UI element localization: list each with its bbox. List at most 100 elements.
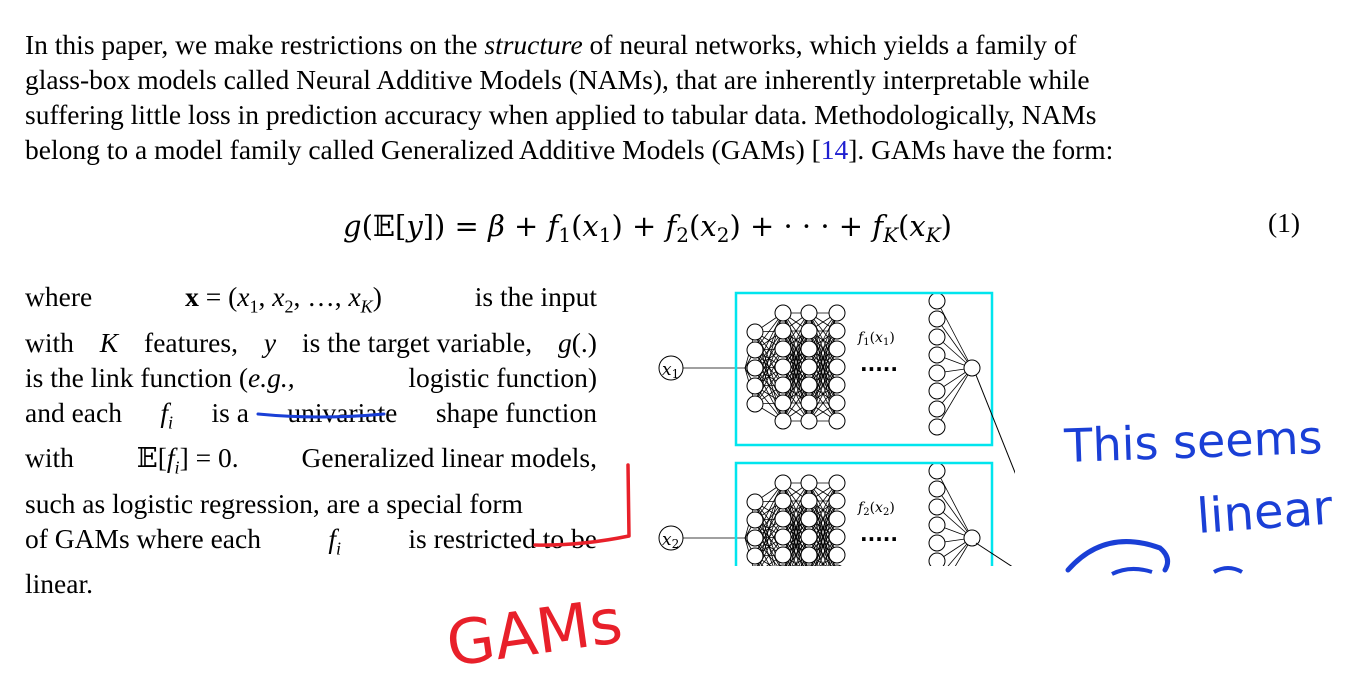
intro-line-2: glass-box models called Neural Additive … [25,64,1090,95]
neuron [928,534,946,552]
neuron [774,546,792,564]
red-bracket [533,463,631,547]
output-connector-2 [975,542,1013,566]
neuron [746,547,764,565]
equation-svg: g(𝔼[y]) = β + f1(x1) + f2(x2) + · · · + … [343,209,952,247]
neuron [746,511,764,529]
neuron [774,340,792,358]
neuron [774,304,792,322]
neuron [774,510,792,528]
neuron [746,377,764,395]
input-node-1 [658,355,684,381]
intro-line-3: suffering little loss in prediction accu… [25,99,1097,130]
neuron [828,492,846,510]
neuron [800,376,818,394]
subnet-box-1 [734,291,994,447]
input-node-2 [658,525,684,551]
ellipsis-2: ····· [860,527,898,551]
blue-scribble-tail [1213,566,1243,574]
citation-link[interactable]: 14 [820,134,849,165]
neuron [800,492,818,510]
neuron [928,552,946,566]
intro-line-4: belong to a model family called Generali… [25,134,1114,165]
output-connector-1 [975,374,1015,474]
edge [821,536,838,566]
neuron [774,376,792,394]
neuron [774,474,792,492]
neuron [928,364,946,382]
edge [782,312,810,368]
gam-equation: g(𝔼[y]) = β + f1(x1) + f2(x2) + · · · + … [0,205,1352,247]
neuron [800,304,818,322]
neuron [928,382,946,400]
nam-architecture-figure: x1 x2 f1(x1) f2(x2) ····· ····· [645,285,1015,566]
neuron [928,400,946,418]
blue-underline [256,412,386,419]
neuron [928,498,946,516]
edge [936,367,973,410]
neuron [828,394,846,412]
neuron [828,376,846,394]
neuron [928,418,946,436]
neuron [928,310,946,328]
neuron [800,340,818,358]
edge [758,518,784,566]
output-neuron [963,529,981,547]
subnetwork-1 [683,292,981,436]
equation-body: g(𝔼[y]) = β + f1(x1) + f2(x2) + · · · + … [343,205,1003,257]
edge [936,488,973,539]
neuron [746,395,764,413]
neuron [774,412,792,430]
blue-scribble-arc [1065,539,1171,573]
neuron [800,510,818,528]
neuron [828,528,846,546]
edge [954,537,973,566]
where-line-8: linear. [25,568,93,599]
note-this-seems: This seems [1062,410,1323,473]
neuron [928,328,946,346]
neuron [800,358,818,376]
edge [936,367,973,428]
neuron [828,304,846,322]
edge [936,318,973,369]
neuron [800,528,818,546]
edge [808,366,838,422]
neuron [800,474,818,492]
neuron [746,323,764,341]
neuron [774,394,792,412]
intro-line-1: In this paper, we make restrictions on t… [25,29,1077,60]
edge [794,536,810,566]
neuron [928,346,946,364]
output-neuron [963,359,981,377]
ellipsis-1: ····· [860,357,898,381]
edge [936,300,973,369]
equation-number: (1) [1268,207,1301,238]
edge [808,482,838,538]
neuron [828,358,846,376]
note-gams: GAMs [442,584,627,681]
subnet-box-2 [734,461,994,566]
neuron [928,516,946,534]
nam-diagram-svg: x1 x2 f1(x1) f2(x2) ····· ····· [658,291,1015,566]
neuron [778,564,788,566]
neuron [828,474,846,492]
edge [936,470,973,539]
neuron [828,412,846,430]
edge [947,537,973,566]
neuron [800,322,818,340]
neuron [746,359,764,377]
neuron [828,510,846,528]
note-linear: linear [1195,480,1335,545]
edge [754,312,784,369]
subnetwork-2 [683,462,981,566]
intro-paragraph: In this paper, we make restrictions on t… [25,27,1309,167]
neuron [774,322,792,340]
edge [782,482,810,538]
edge [782,366,810,422]
neuron [800,546,818,564]
neuron [828,340,846,358]
